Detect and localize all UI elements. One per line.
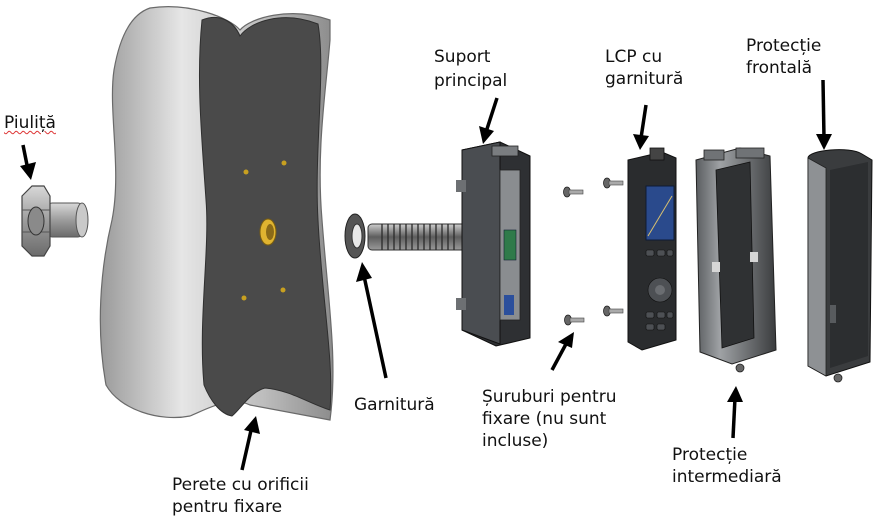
nut-label: Piuliță	[4, 113, 56, 133]
middle-cover-label-line1: Protecție	[672, 445, 748, 465]
wall-label-line1: Perete cu orificii	[172, 475, 309, 495]
middle-cover-part	[695, 147, 777, 373]
screws-part	[563, 177, 624, 326]
screws-label-line1: Șuruburi pentru	[482, 387, 617, 407]
arrow-middle-cover	[727, 386, 743, 439]
middle-cover-label-line2: intermediară	[672, 467, 782, 487]
arrow-lcp	[633, 104, 649, 150]
wall-part	[99, 6, 334, 421]
screws-label-line3: incluse)	[482, 431, 549, 451]
arrow-wall	[240, 416, 260, 471]
gasket-part	[344, 213, 366, 259]
main-support-label-line2: principal	[434, 71, 508, 91]
main-support-label-line1: Suport	[434, 47, 491, 67]
nut-part	[21, 185, 89, 257]
front-cover-label-line1: Protecție	[746, 36, 822, 56]
screws-label-line2: fixare (nu sunt	[482, 409, 607, 429]
lcp-label-line2: garnitură	[605, 69, 684, 89]
arrow-gasket	[356, 262, 388, 379]
main-support-part	[456, 141, 531, 347]
gasket-label: Garnitură	[354, 395, 435, 415]
spring-connector-part	[367, 223, 467, 251]
arrow-main-support	[479, 97, 499, 144]
arrow-front-cover	[816, 79, 832, 150]
lcp-label-line1: LCP cu	[605, 47, 663, 67]
lcp-part	[627, 147, 677, 351]
arrow-nut	[20, 144, 36, 180]
front-cover-label-line2: frontală	[746, 58, 812, 78]
arrow-screws	[550, 332, 574, 371]
wall-label-line2: pentru fixare	[172, 497, 283, 517]
front-cover-part	[807, 149, 873, 383]
